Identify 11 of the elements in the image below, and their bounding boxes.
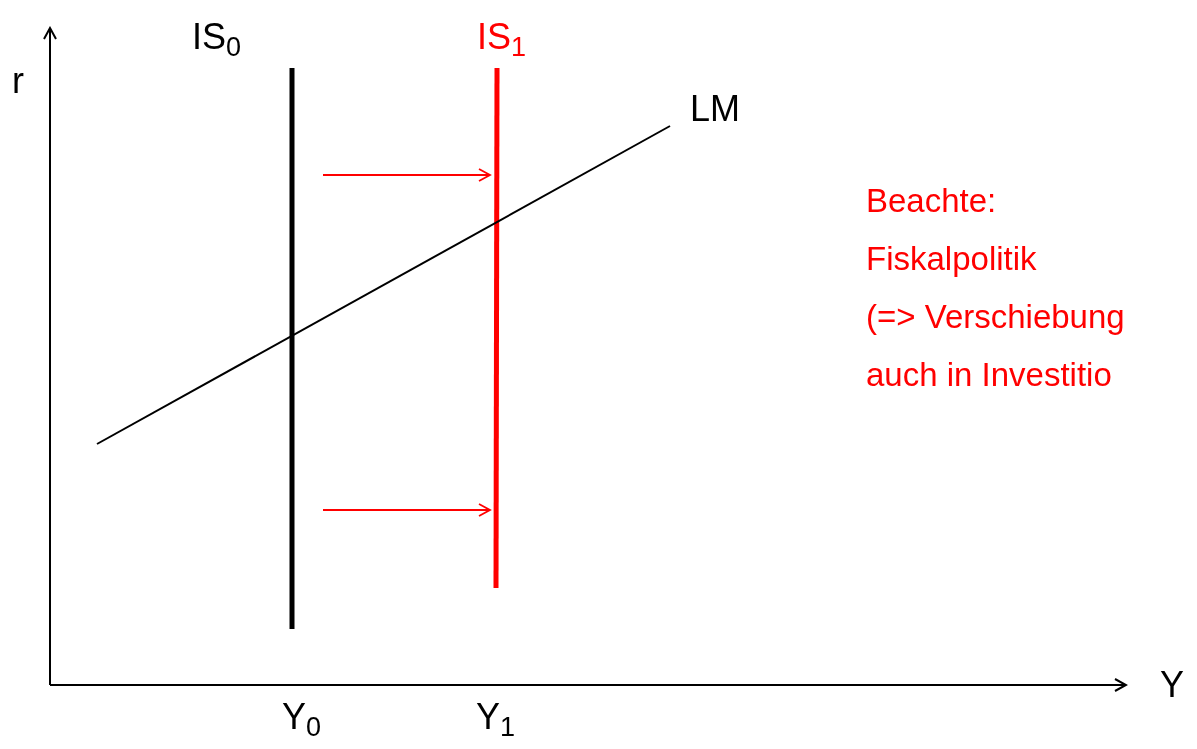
tick-label: Y$_{1}$	[476, 695, 516, 739]
note-text: (=> Verschiebung	[866, 297, 1125, 337]
curve-label: IS$_{1}$	[477, 15, 527, 59]
axis-label: r	[12, 59, 24, 103]
note-text: Fiskalpolitik	[866, 239, 1037, 279]
note-text: Beachte:	[866, 181, 997, 221]
curve-label: LM	[690, 87, 740, 131]
axis-label: Y	[1160, 663, 1184, 707]
curve-label: IS$_{0}$	[192, 15, 242, 59]
tick-label: Y$_{0}$	[282, 695, 322, 739]
note-text: auch in Investitio	[866, 355, 1112, 395]
